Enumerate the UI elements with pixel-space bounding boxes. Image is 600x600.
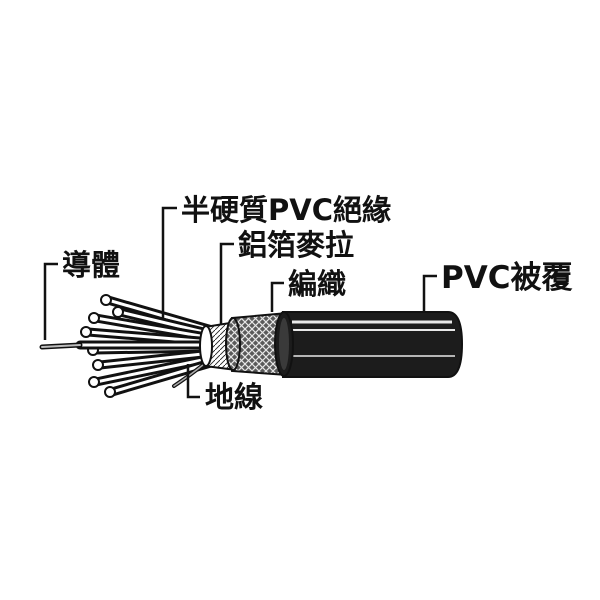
wire-3 xyxy=(88,312,217,343)
wire-2 xyxy=(112,306,217,339)
wire-8 xyxy=(104,357,219,398)
wire-6 xyxy=(92,348,217,371)
label-braid: 編織 xyxy=(288,267,346,301)
leader-conductor xyxy=(43,262,58,340)
leader-jacket xyxy=(422,274,437,312)
wire-1 xyxy=(100,294,217,335)
leader-braid xyxy=(270,281,284,312)
wire-7 xyxy=(88,353,217,388)
leader-insulation xyxy=(161,206,177,318)
wire-4 xyxy=(80,326,217,347)
leader-foil xyxy=(219,242,234,325)
pvc-jacket-body xyxy=(274,311,464,378)
wire-conductor xyxy=(39,340,217,350)
insulated-wires xyxy=(39,294,219,398)
label-insulation: 半硬質PVC絕緣 xyxy=(181,193,391,227)
leader-lines xyxy=(43,206,437,399)
label-jacket: PVC被覆 xyxy=(441,260,572,296)
label-ground-wire: 地線 xyxy=(205,380,263,414)
label-conductor: 導體 xyxy=(62,248,120,282)
label-foil: 鋁箔麥拉 xyxy=(238,228,354,262)
leader-ground xyxy=(186,364,200,399)
